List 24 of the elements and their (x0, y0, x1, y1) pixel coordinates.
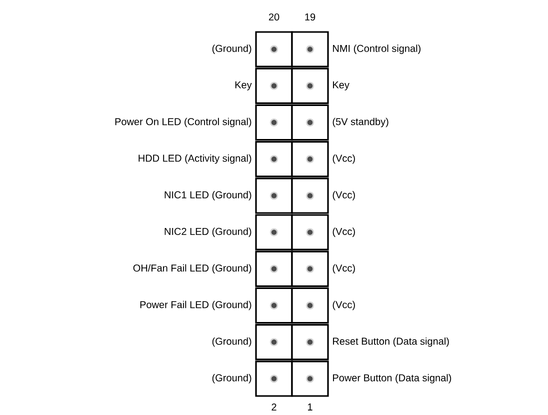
pin-label: Power Button (Data signal) (333, 374, 452, 384)
pin-label: (Vcc) (332, 191, 355, 200)
pin-label: Key (235, 81, 252, 90)
pin-label: NMI (Control signal) (333, 44, 420, 54)
pin-label: (Vcc) (332, 154, 355, 164)
pin-label: Power Fail LED (Ground) (140, 300, 252, 310)
pin-label: (Vcc) (332, 228, 355, 237)
pin-label: (Vcc) (332, 300, 355, 310)
pin-label: Power On LED (Control signal) (115, 118, 252, 128)
pin-label: NIC1 LED (Ground) (164, 191, 252, 200)
pin-number: 19 (305, 13, 316, 21)
pin-label: NIC2 LED (Ground) (164, 228, 252, 237)
pin-label: HDD LED (Activity signal) (138, 154, 252, 164)
pin-label: (Ground) (212, 374, 252, 384)
pin-number: 20 (268, 13, 280, 21)
pin-label: (Ground) (212, 337, 252, 347)
pin-label: Key (333, 81, 350, 90)
pin-label: (Vcc) (332, 264, 355, 274)
pin-label: Reset Button (Data signal) (333, 337, 449, 347)
pin-label: (5V standby) (332, 118, 388, 128)
pin-label: (Ground) (212, 44, 252, 54)
pin-number: 1 (308, 404, 312, 410)
pin-number: 2 (272, 404, 276, 410)
pin-label: OH/Fan Fail LED (Ground) (133, 264, 252, 274)
